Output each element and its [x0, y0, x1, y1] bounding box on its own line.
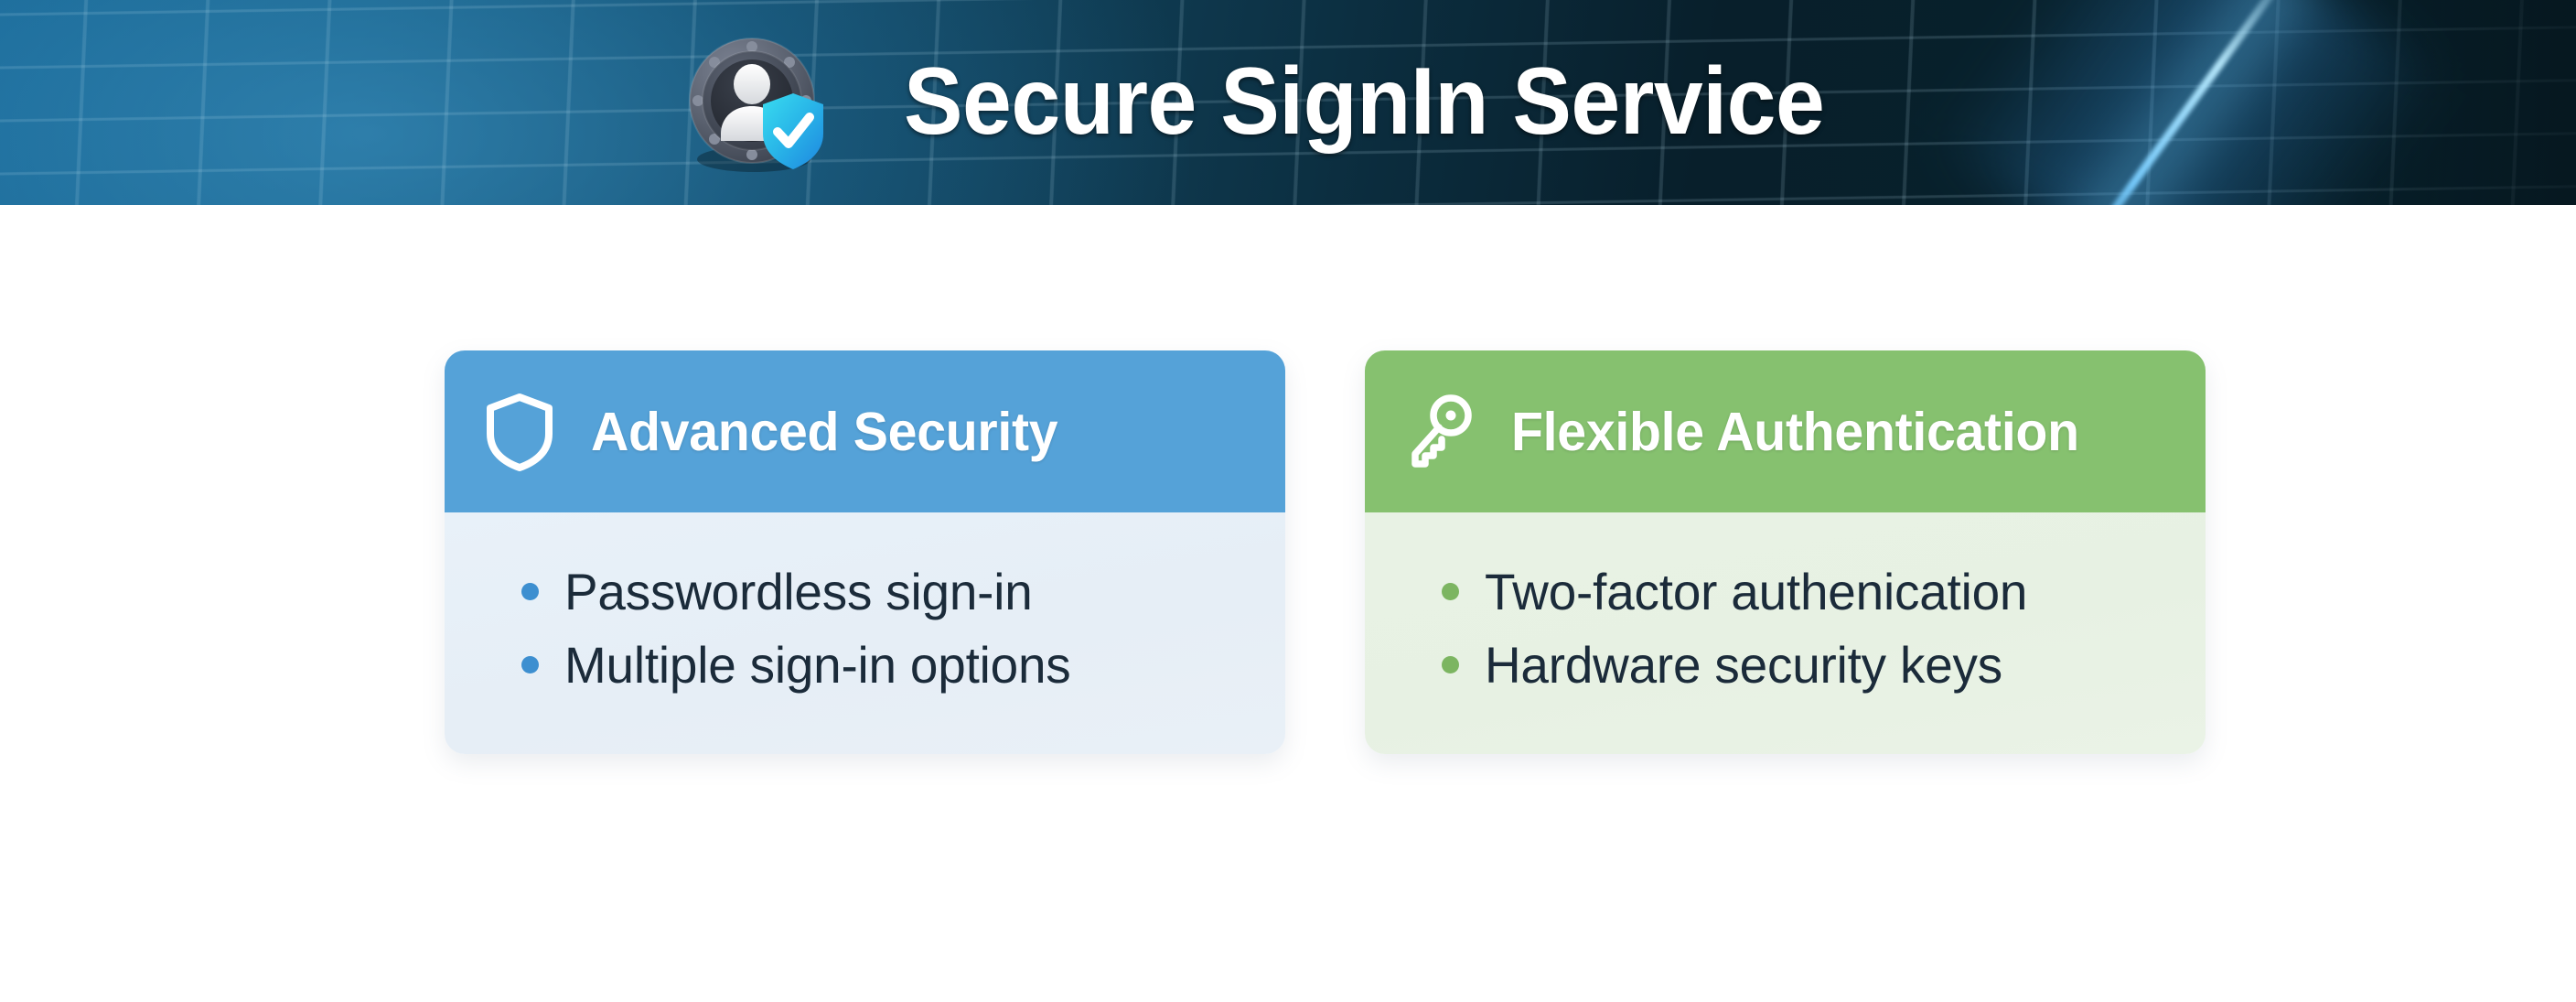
bullet-dot-icon [1442, 582, 1459, 600]
page-content: Advanced Security Passwordless sign-in M… [0, 205, 2576, 1002]
page-title: Secure SignIn Service [903, 48, 1825, 155]
card-title-flexible-authentication: Flexible Authentication [1511, 401, 2079, 462]
shield-icon [485, 393, 554, 471]
page-header-banner: Secure SignIn Service [0, 0, 2576, 205]
key-icon [1405, 393, 1475, 471]
feature-card-list: Advanced Security Passwordless sign-in M… [445, 350, 2206, 754]
card-body-flexible-authentication: Two-factor authenication Hardware securi… [1365, 512, 2206, 754]
list-item: Passwordless sign-in [485, 555, 1245, 628]
card-body-advanced-security: Passwordless sign-in Multiple sign-in op… [445, 512, 1285, 754]
user-shield-vault-icon [673, 22, 838, 187]
feature-card-advanced-security[interactable]: Advanced Security Passwordless sign-in M… [445, 350, 1285, 754]
bullet-dot-icon [1442, 655, 1459, 673]
list-item: Multiple sign-in options [485, 628, 1245, 701]
list-item: Hardware security keys [1405, 628, 2165, 701]
card-title-advanced-security: Advanced Security [591, 401, 1058, 462]
feature-card-flexible-authentication[interactable]: Flexible Authentication Two-factor authe… [1365, 350, 2206, 754]
list-item: Two-factor authenication [1405, 555, 2165, 628]
list-item-label: Hardware security keys [1485, 635, 2003, 694]
card-header-flexible-authentication: Flexible Authentication [1365, 350, 2206, 512]
bullet-dot-icon [521, 655, 539, 673]
list-item-label: Two-factor authenication [1485, 562, 2028, 620]
bullet-dot-icon [521, 582, 539, 600]
card-header-advanced-security: Advanced Security [445, 350, 1285, 512]
list-item-label: Multiple sign-in options [564, 635, 1071, 694]
list-item-label: Passwordless sign-in [564, 562, 1033, 620]
